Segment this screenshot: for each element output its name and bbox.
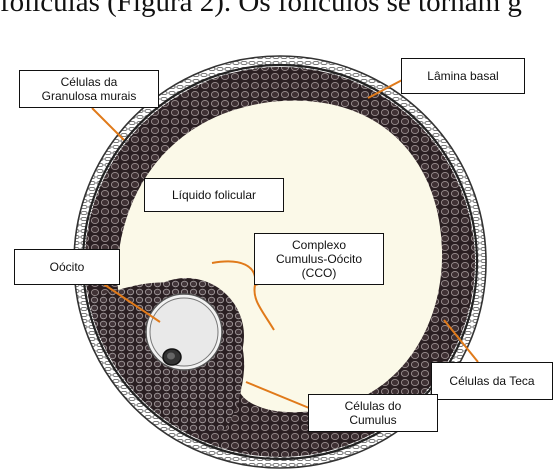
label-celulas-cumulus: Células do Cumulus [308, 394, 438, 432]
label-celulas-teca: Células da Teca [431, 362, 553, 400]
oocyte [150, 298, 218, 366]
leader-granulosa [92, 108, 124, 140]
label-cumulus-line1: Células do [345, 399, 402, 413]
label-cco: Complexo Cumulus-Oócito (CCO) [254, 233, 384, 285]
label-cco-line3: (CCO) [276, 266, 362, 280]
label-cco-line2: Cumulus-Oócito [276, 252, 362, 266]
label-cumulus-line2: Cumulus [345, 413, 402, 427]
label-oocito: Oócito [14, 249, 120, 285]
label-cco-line1: Complexo [276, 238, 362, 252]
label-liquido-folicular: Líquido folicular [144, 178, 284, 212]
label-granulosa-line1: Células da [42, 75, 137, 89]
label-granulosa-line2: Granulosa murais [42, 89, 137, 103]
label-lamina-basal: Lâmina basal [401, 58, 525, 94]
label-granulosa-murais: Células da Granulosa murais [19, 70, 159, 108]
